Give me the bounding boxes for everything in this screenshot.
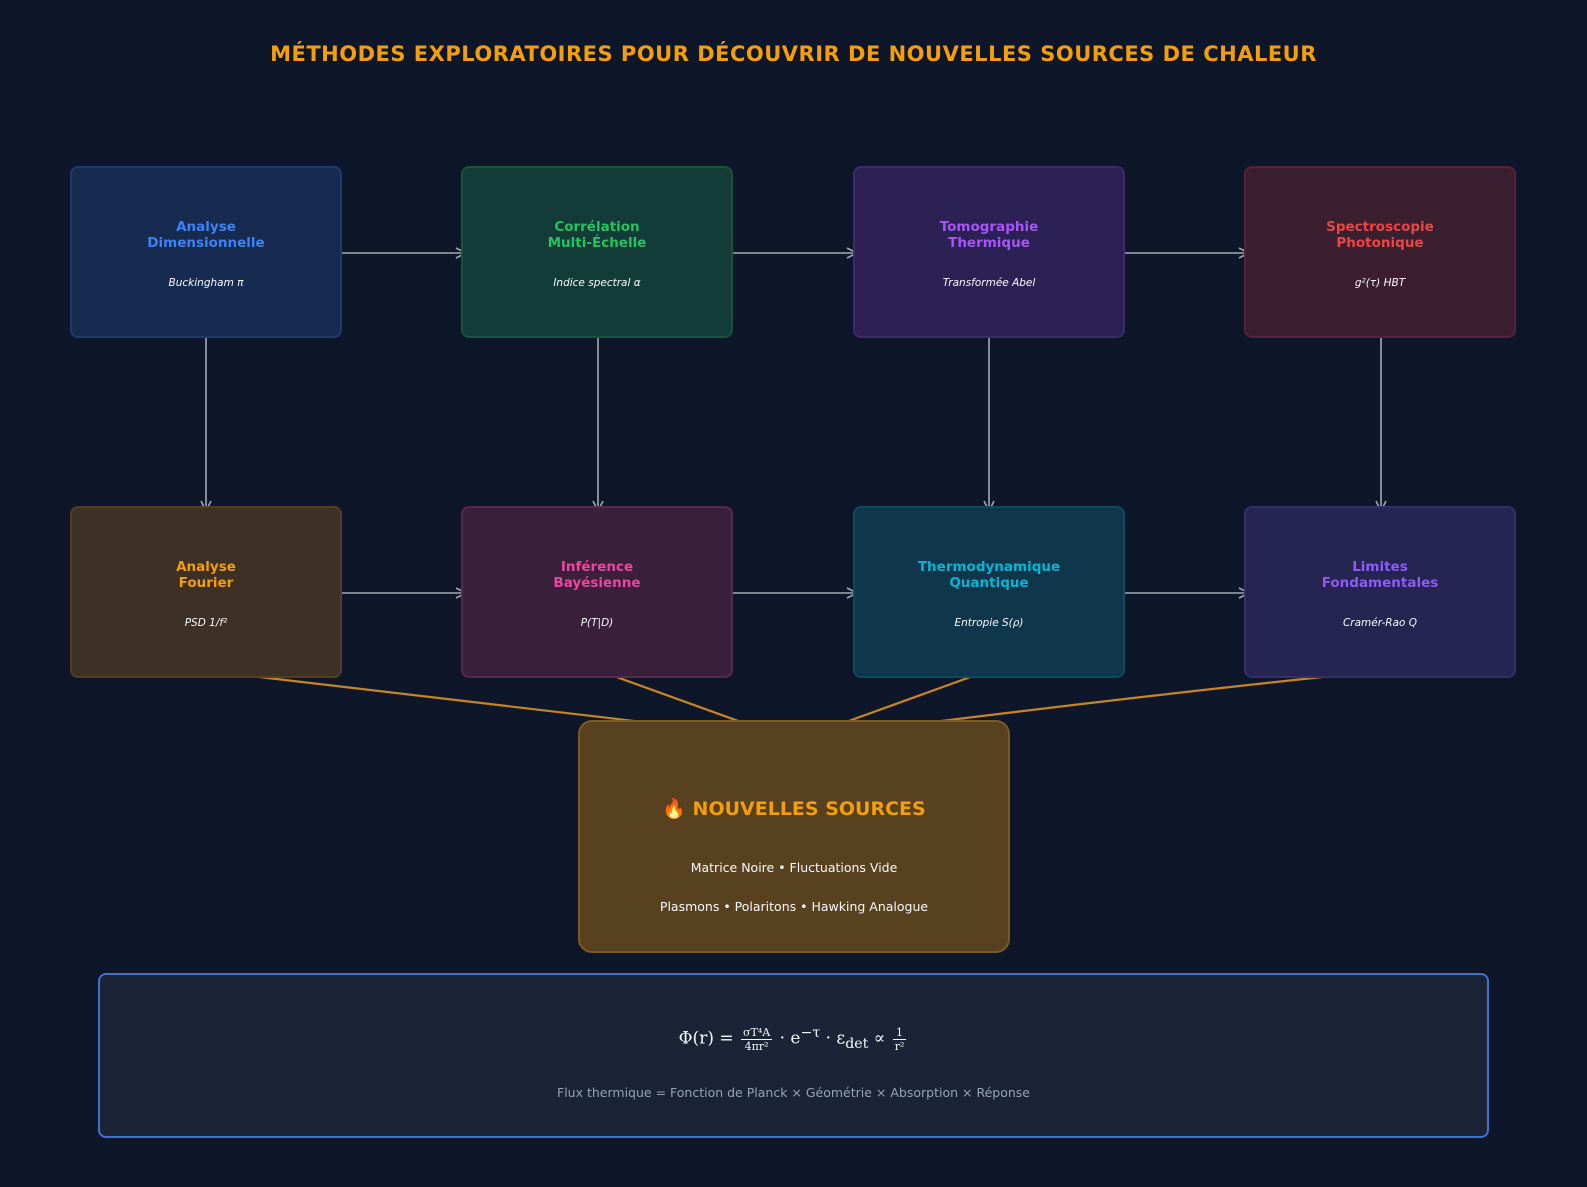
new-sources-line-2: Plasmons • Polaritons • Hawking Analogue [659, 899, 929, 914]
method-title: Spectroscopie Photonique [1326, 219, 1434, 251]
formula-epsilon: · ε [820, 1028, 846, 1049]
method-title: Analyse Fourier [176, 559, 236, 591]
diagram-title: MÉTHODES EXPLORATOIRES POUR DÉCOUVRIR DE… [270, 42, 1317, 66]
method-subtitle: g²(τ) HBT [1354, 277, 1406, 289]
formula-proportional: ∝ [868, 1028, 891, 1049]
method-title: Limites Fondamentales [1321, 559, 1439, 591]
formula-exp-base: · e [774, 1028, 801, 1049]
method-subtitle: Indice spectral α [553, 277, 641, 289]
formula-epsilon-subscript: det [845, 1036, 869, 1053]
method-subtitle: Buckingham π [168, 277, 244, 289]
formula-fraction-numerator: σT⁴A [741, 1025, 773, 1040]
method-subtitle: Cramér-Rao Q [1342, 617, 1418, 629]
new-sources-title: 🔥 NOUVELLES SOURCES [662, 798, 926, 820]
formula-fraction-2-numerator: 1 [892, 1026, 907, 1040]
formula-fraction-denominator: 4πr² [744, 1039, 769, 1053]
formula-caption: Flux thermique = Fonction de Planck × Gé… [557, 1085, 1030, 1100]
method-subtitle: Transformée Abel [942, 277, 1036, 289]
method-title: Inférence Bayésienne [553, 559, 641, 591]
formula-fraction-2-denominator: r² [894, 1039, 905, 1053]
method-title: Analyse Dimensionnelle [147, 219, 265, 251]
method-subtitle: P(T|D) [580, 617, 614, 629]
method-title: Corrélation Multi-Échelle [547, 219, 647, 251]
new-sources-line-1: Matrice Noire • Fluctuations Vide [690, 860, 898, 875]
method-subtitle: PSD 1/f² [184, 617, 228, 629]
method-box-spectroscopie-photonique: Spectroscopie Photonique g²(τ) HBT [1244, 166, 1516, 338]
method-title: Thermodynamique Quantique [917, 559, 1061, 591]
method-title: Tomographie Thermique [939, 219, 1039, 251]
method-subtitle: Entropie S(ρ) [954, 617, 1024, 629]
formula-exponent: −τ [800, 1025, 821, 1041]
formula-lhs: Φ(r) = [678, 1028, 740, 1049]
new-sources-box: 🔥 NOUVELLES SOURCES Matrice Noire • Fluc… [578, 720, 1010, 953]
